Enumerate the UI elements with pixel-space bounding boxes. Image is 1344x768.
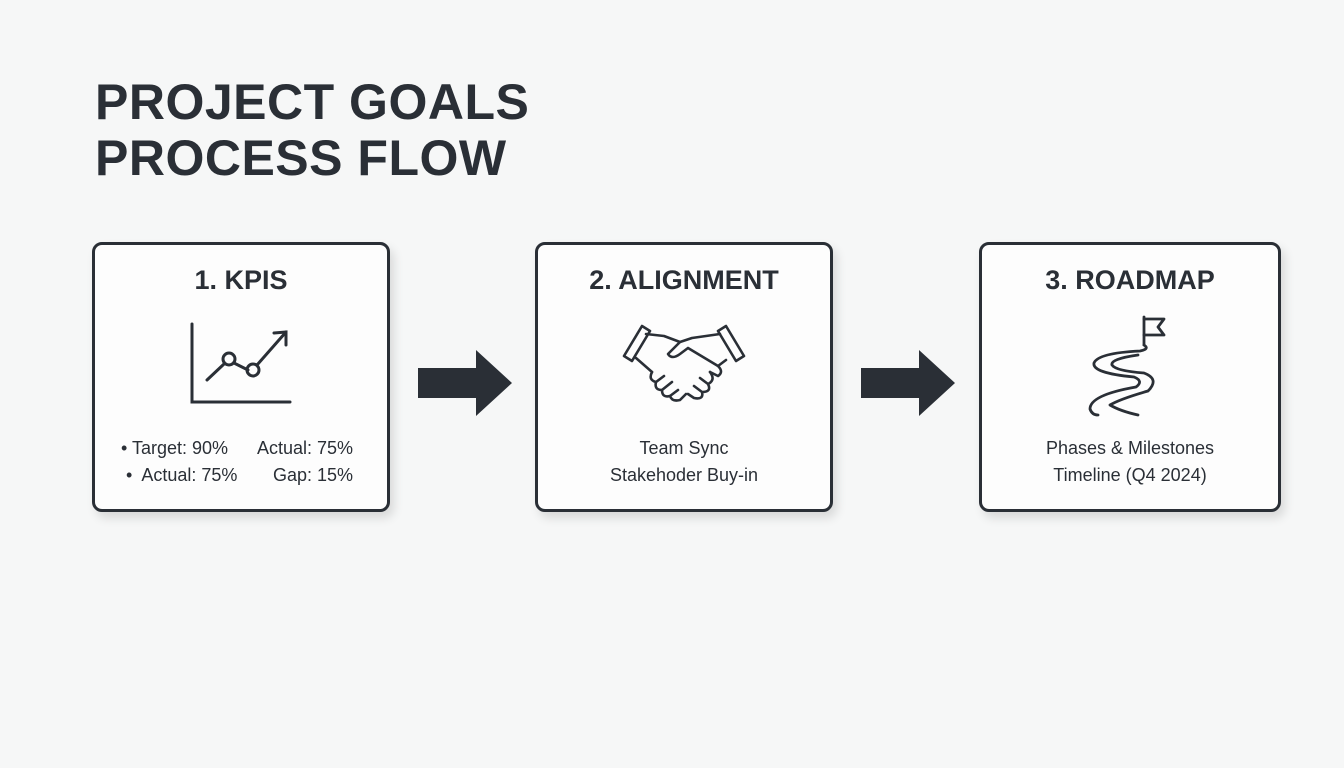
title-line-2: PROCESS FLOW bbox=[95, 130, 507, 186]
desc-line: Stakehoder Buy-in bbox=[609, 465, 759, 485]
desc-line: Phases & Milestones bbox=[1045, 438, 1215, 458]
kpi-bullet: • Target: 90% bbox=[121, 438, 229, 458]
kpi-target: Target: 90% bbox=[131, 438, 229, 458]
page-title: PROJECT GOALS PROCESS FLOW bbox=[95, 74, 529, 186]
winding-road-flag-icon bbox=[1088, 315, 1166, 417]
kpi-gap: Gap: 15% bbox=[273, 465, 354, 485]
desc-line: Team Sync bbox=[639, 438, 729, 458]
desc-line: Timeline (Q4 2024) bbox=[1053, 465, 1207, 485]
roadmap-description: Phases & Milestones Timeline (Q4 2024) bbox=[982, 435, 1278, 489]
kpi-bullet: • Actual: 75% bbox=[121, 465, 238, 485]
step-heading: 2. ALIGNMENT bbox=[589, 265, 779, 295]
step-kpis-card: 1. KPIS • Target: 90% • Actual: 75% Actu… bbox=[92, 242, 390, 512]
step-roadmap-card: 3. ROADMAP Phases & Milestones Timeline … bbox=[979, 242, 1281, 512]
step-heading: 3. ROADMAP bbox=[1045, 265, 1215, 295]
kpi-right-column: Actual: 75% Gap: 15% bbox=[257, 435, 353, 489]
step-heading: 1. KPIS bbox=[194, 265, 288, 295]
handshake-icon bbox=[622, 324, 746, 402]
title-line-1: PROJECT GOALS bbox=[95, 74, 530, 130]
step-alignment-card: 2. ALIGNMENT Team Sync Stakehoder Buy-in bbox=[535, 242, 833, 512]
arrow-right-icon bbox=[418, 350, 512, 416]
alignment-description: Team Sync Stakehoder Buy-in bbox=[538, 435, 830, 489]
kpi-actual: Actual: 75% bbox=[257, 438, 354, 458]
kpi-actual: Actual: 75% bbox=[141, 465, 238, 485]
arrow-right-icon bbox=[861, 350, 955, 416]
kpi-left-column: • Target: 90% • Actual: 75% bbox=[121, 435, 237, 489]
line-chart-icon bbox=[190, 322, 292, 404]
